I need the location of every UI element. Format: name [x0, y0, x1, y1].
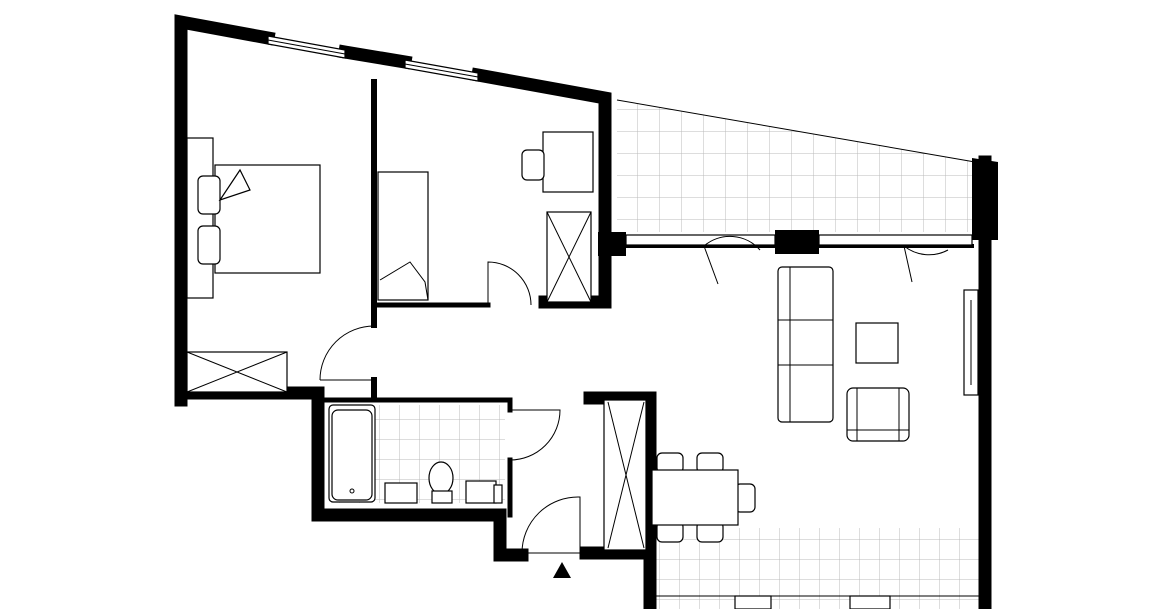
kitchen-fixtures: [655, 595, 980, 609]
entrance-marker: [553, 562, 571, 578]
living-room-furniture: [777, 266, 910, 442]
doors: [319, 235, 949, 554]
bedroom-2-furniture: [377, 131, 594, 303]
balcony-floor: [617, 100, 975, 232]
windows: [267, 35, 979, 396]
bedroom-1-furniture: [186, 137, 321, 393]
bathroom-fixtures: [328, 404, 503, 504]
dining-furniture: [603, 399, 756, 551]
walls: [174, 14, 998, 609]
